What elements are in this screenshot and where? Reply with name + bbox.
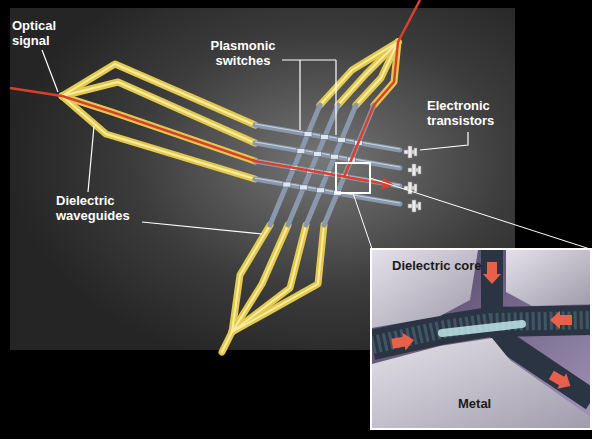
transistor-symbol	[408, 164, 421, 176]
leader-line	[88, 126, 94, 192]
switch-pad	[304, 132, 312, 137]
waveguide-highlight	[232, 225, 306, 332]
waveguide-highlight	[62, 64, 255, 125]
backdrop	[10, 8, 515, 350]
waveguide	[62, 96, 255, 179]
callout-label: Electronic transistors	[427, 98, 519, 128]
switch-pad	[300, 185, 308, 190]
inset-background	[370, 248, 592, 430]
inset-frame: Dielectric coreMetal	[370, 248, 592, 430]
waveguide	[232, 225, 324, 332]
leader-line	[42, 50, 58, 92]
waveguide	[356, 42, 398, 105]
leader-line	[282, 60, 336, 135]
switch-pad	[283, 182, 291, 187]
waveguide-highlight	[320, 42, 398, 105]
waveguide-highlight	[62, 96, 255, 179]
signal-arrow	[483, 262, 501, 284]
grid-highlights	[255, 124, 400, 203]
waveguide-highlight	[232, 225, 324, 332]
callout-label: Dielectric waveguides	[56, 193, 148, 223]
metal-slab	[372, 338, 592, 430]
switch-pad	[338, 137, 346, 142]
switch-pad	[321, 135, 329, 140]
waveguide-highlight	[222, 332, 232, 352]
transistor-symbol	[408, 200, 421, 212]
metal-slab	[506, 250, 592, 306]
signal-arrows	[391, 262, 575, 394]
signal-arrow	[550, 311, 572, 329]
signal-arrow	[391, 331, 416, 353]
signal-path	[344, 0, 420, 176]
signal-path	[10, 88, 392, 185]
waveguide	[338, 42, 398, 105]
part-label: Dielectric core	[392, 258, 482, 273]
zoom-lines	[353, 178, 590, 249]
waveguide	[222, 332, 232, 352]
callout-label: Plasmonic switches	[205, 38, 281, 68]
dielectric-core	[442, 324, 522, 333]
signal-arrow	[547, 367, 575, 394]
switch-pad	[331, 154, 339, 159]
switch-pad	[317, 188, 325, 193]
waveguide	[320, 42, 398, 105]
transistor-symbol	[404, 146, 417, 158]
electronic-transistors	[404, 146, 421, 212]
leader-line	[142, 222, 262, 234]
waveguide	[232, 225, 306, 332]
switch-pad	[314, 151, 322, 156]
waveguide-highlight	[62, 82, 255, 143]
inset-illustration	[370, 248, 592, 430]
part-label: Metal	[458, 396, 528, 411]
waveguide	[62, 64, 255, 125]
callout-label: Optical signal	[12, 18, 92, 48]
switch-pad	[297, 148, 305, 153]
optical-signal-paths	[10, 0, 420, 185]
zoom-box	[336, 163, 370, 193]
waveguide-highlight	[356, 42, 398, 105]
leader-line	[420, 132, 468, 150]
waveguide-highlight	[338, 42, 398, 105]
